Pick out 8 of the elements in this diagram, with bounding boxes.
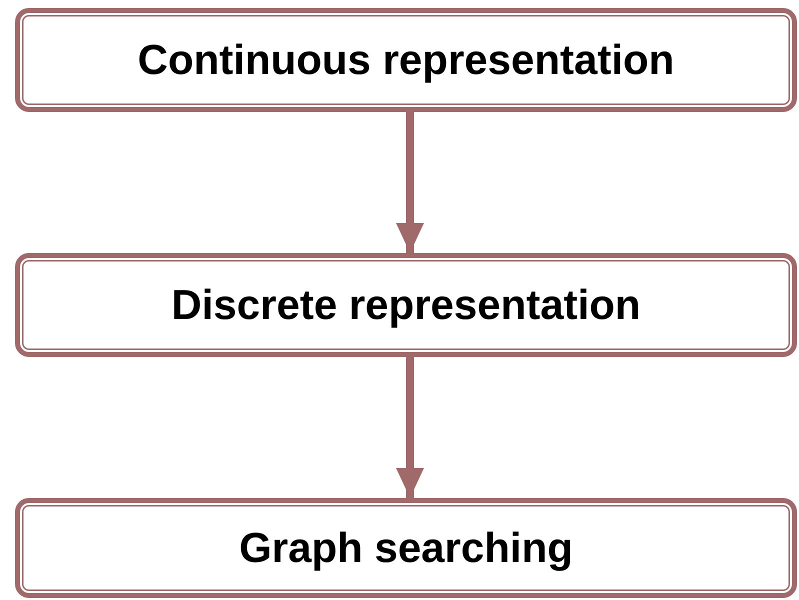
box-label: Discrete representation bbox=[171, 281, 641, 329]
arrow bbox=[396, 112, 424, 253]
process-box bbox=[15, 8, 797, 112]
box-label: Continuous representation bbox=[138, 36, 674, 84]
process-box bbox=[15, 498, 797, 598]
box-label: Graph searching bbox=[239, 524, 573, 572]
process-box bbox=[15, 253, 797, 357]
arrow bbox=[396, 357, 424, 498]
